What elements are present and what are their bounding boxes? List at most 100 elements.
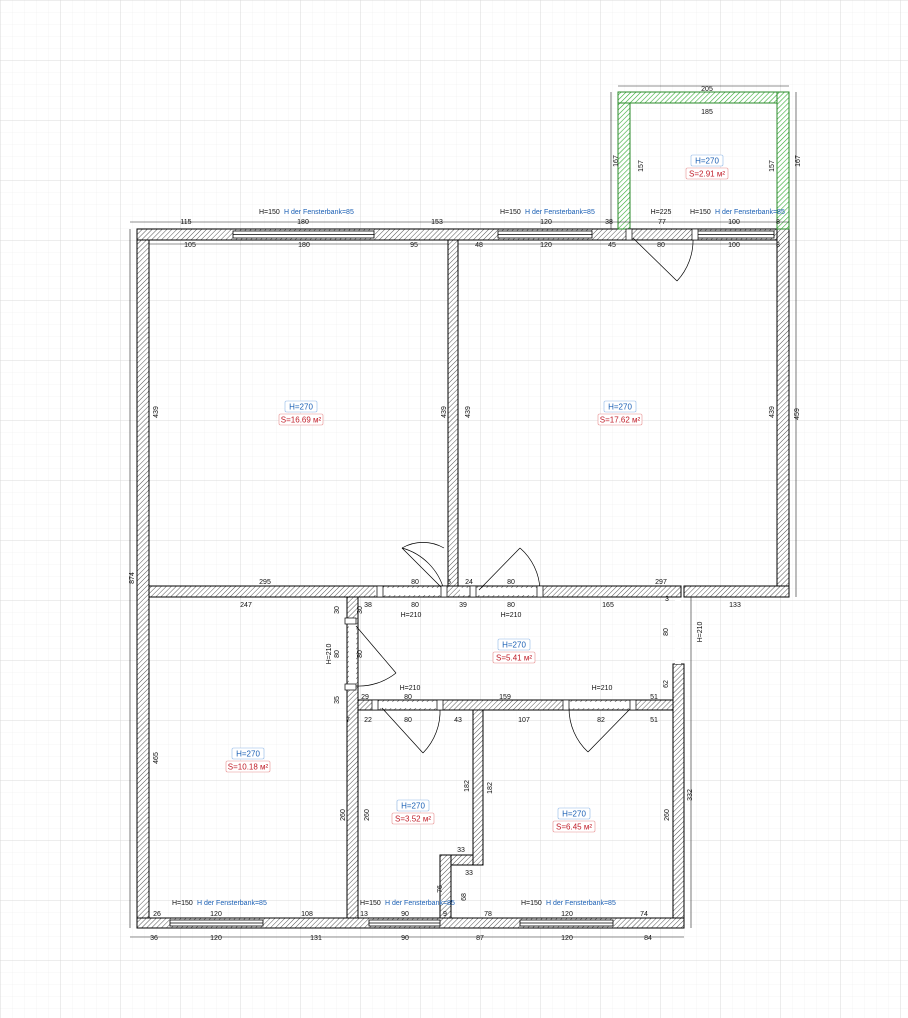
dimension-label: 131	[310, 935, 322, 942]
dimension-label: 8	[776, 219, 780, 226]
dimension-label: 100	[728, 242, 740, 249]
dimension-label: 120	[540, 219, 552, 226]
dimension-label: 297	[655, 579, 667, 586]
dimension-label: 33	[457, 847, 465, 854]
window-sill-label: H der Fensterbank=85	[284, 209, 354, 216]
dimension-label: 84	[644, 935, 652, 942]
dimension-label: 95	[410, 242, 418, 249]
dimension-label: 29	[361, 694, 369, 701]
dimension-label: 459	[794, 408, 801, 420]
room-height: H=270	[236, 750, 260, 759]
wall-outer-south-step	[683, 585, 790, 598]
dimension-label: 87	[476, 935, 484, 942]
room-area: S=5.41 м²	[496, 654, 532, 663]
dimension-label: 182	[487, 782, 494, 794]
dimension-label: 439	[441, 406, 448, 418]
window-height-label: H=150	[360, 900, 381, 907]
dimension-label: 120	[561, 911, 573, 918]
wall-outer-east-upper	[776, 228, 790, 598]
dimension-label: 9	[443, 911, 447, 918]
room-label-hall: H=270 S=5.41 м²	[492, 638, 536, 664]
dimension-lines	[129, 85, 797, 938]
dimension-label: 874	[129, 572, 136, 584]
dimension-label: 295	[259, 579, 271, 586]
door-bath[interactable]	[381, 707, 441, 754]
dimension-label: 439	[769, 406, 776, 418]
dimension-label: 3	[665, 596, 669, 603]
dimension-label: 167	[795, 155, 802, 167]
dimension-label: 8	[776, 242, 780, 249]
room-label-room-2: H=270 S=17.62 м²	[597, 400, 643, 426]
wall-bath-kitchen-upper	[472, 709, 484, 866]
dimension-label: 260	[664, 809, 671, 821]
window-label: H=150 H der Fensterbank=85	[360, 900, 455, 907]
window-height-label: H=150	[500, 209, 521, 216]
dimension-label: 153	[431, 219, 443, 226]
dimension-label: 36	[150, 935, 158, 942]
door-height-label: H=210	[326, 643, 333, 664]
dimension-label: 247	[240, 602, 252, 609]
room-area: S=3.52 м²	[395, 815, 431, 824]
dimension-label: 159	[499, 694, 511, 701]
dimension-label: 120	[540, 242, 552, 249]
dimension-label: 35	[334, 696, 341, 704]
dimension-label: 82	[597, 717, 605, 724]
room-label-room-1: H=270 S=16.69 м²	[278, 400, 324, 426]
window-sill-label: H der Fensterbank=85	[546, 900, 616, 907]
dimension-label: 80	[663, 628, 670, 636]
wall-outer-west	[136, 228, 150, 929]
dimension-label: 157	[638, 160, 645, 172]
door-height-label: H=210	[401, 612, 422, 619]
room-height: H=270	[502, 641, 526, 650]
dimension-label: 38	[605, 219, 613, 226]
dimension-label: 24	[465, 579, 473, 586]
dimension-label: 100	[728, 219, 740, 226]
dimension-label: 74	[640, 911, 648, 918]
window-sill-label: H der Fensterbank=85	[715, 209, 785, 216]
dimension-label: 180	[298, 242, 310, 249]
room-area: S=2.91 м²	[689, 170, 725, 179]
door-kitchen[interactable]	[568, 707, 632, 753]
walls	[136, 91, 790, 929]
window-sill-label: H der Fensterbank=85	[197, 900, 267, 907]
dimension-label: 260	[364, 809, 371, 821]
room-height: H=270	[562, 810, 586, 819]
door-height-label: H=210	[501, 612, 522, 619]
dimension-label: 13	[360, 911, 368, 918]
dimension-label: 80	[404, 694, 412, 701]
dimension-label: 157	[769, 160, 776, 172]
dimension-label: 45	[608, 242, 616, 249]
dimension-label: 78	[484, 911, 492, 918]
dimension-label: 120	[210, 911, 222, 918]
door-room1[interactable]	[401, 542, 445, 591]
dimension-label: 133	[729, 602, 741, 609]
door-room3[interactable]	[355, 625, 397, 687]
dimension-label: 80	[334, 650, 341, 658]
dimension-label: 30	[334, 606, 341, 614]
dimension-label: 185	[701, 109, 713, 116]
dimension-label: 180	[297, 219, 309, 226]
door-height-label: H=225	[651, 209, 672, 216]
dimension-label: 33	[465, 870, 473, 877]
wall-hall-south	[357, 699, 674, 711]
wall-room3-east	[346, 596, 359, 919]
dimension-label: 105	[184, 242, 196, 249]
window-height-label: H=150	[259, 209, 280, 216]
dimension-label: 182	[464, 780, 471, 792]
dimension-label: 80	[507, 602, 515, 609]
window-height-label: H=150	[172, 900, 193, 907]
room-label-room-3: H=270 S=10.18 м²	[225, 747, 271, 773]
door-balcony[interactable]	[632, 237, 694, 282]
room-height: H=270	[695, 157, 719, 166]
wall-balcony-east	[776, 91, 790, 230]
window-label: H=150 H der Fensterbank=85	[500, 209, 595, 216]
dimension-label: 260	[340, 809, 347, 821]
wall-balcony-north	[617, 91, 790, 104]
dimension-label: 90	[401, 911, 409, 918]
dimension-label: 77	[658, 219, 666, 226]
dimension-label: 80	[657, 242, 665, 249]
dimension-label: 332	[687, 789, 694, 801]
room-label-balcony: H=270 S=2.91 м²	[685, 154, 729, 180]
room-area: S=6.45 м²	[556, 823, 592, 832]
